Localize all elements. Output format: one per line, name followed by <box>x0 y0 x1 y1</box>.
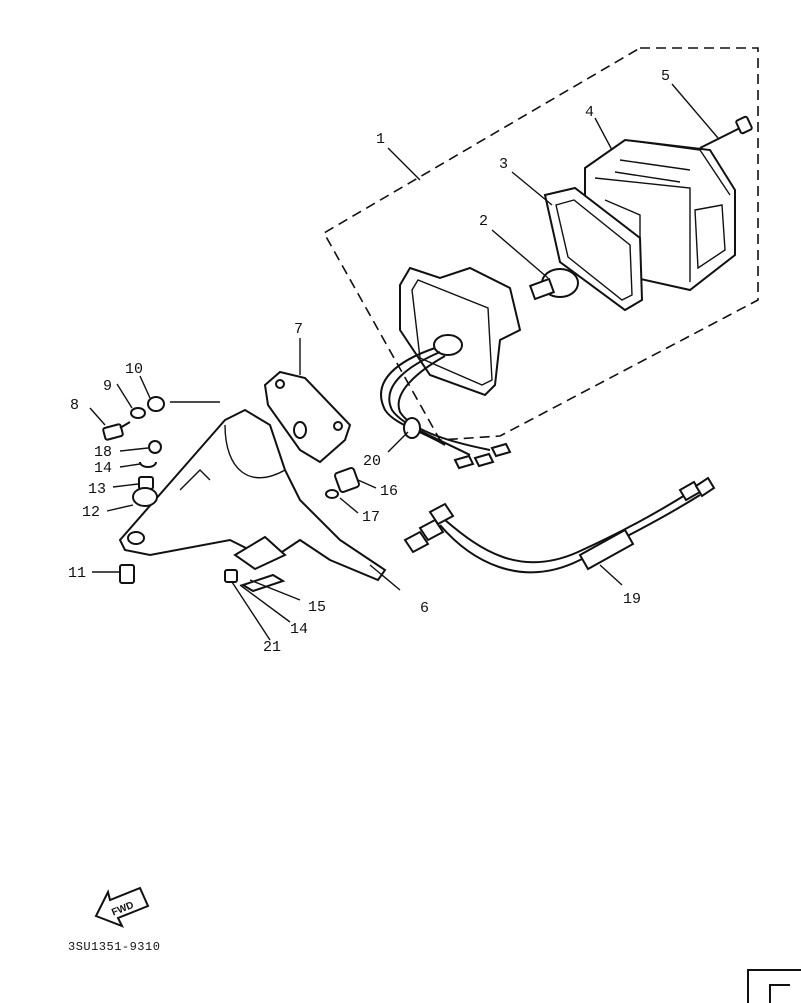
callout-19: 19 <box>623 591 641 608</box>
callout-16: 16 <box>380 483 398 500</box>
callout-3: 3 <box>499 156 508 173</box>
callout-labels: 1 2 3 4 5 6 7 8 9 10 11 12 13 14 15 16 1… <box>68 68 670 656</box>
callout-14-upper: 14 <box>94 460 112 477</box>
callout-5: 5 <box>661 68 670 85</box>
callout-17: 17 <box>362 509 380 526</box>
page-corner-mark <box>769 984 790 1003</box>
assembly-boundary <box>322 47 759 441</box>
wiring-harness <box>403 476 716 574</box>
housing <box>399 266 522 397</box>
screw <box>699 115 753 149</box>
callout-11: 11 <box>68 565 86 582</box>
callout-20: 20 <box>363 453 381 470</box>
callout-18: 18 <box>94 444 112 461</box>
callout-1: 1 <box>376 131 385 148</box>
callout-2: 2 <box>479 213 488 230</box>
hardware <box>102 396 360 593</box>
callout-14-lower: 14 <box>290 621 308 638</box>
callout-15: 15 <box>308 599 326 616</box>
callout-6: 6 <box>420 600 429 617</box>
callout-13: 13 <box>88 481 106 498</box>
page-corner-frame <box>747 969 801 1003</box>
callout-7: 7 <box>294 321 303 338</box>
leader-lines <box>89 83 719 641</box>
callout-10: 10 <box>125 361 143 378</box>
fwd-badge: FWD <box>94 886 150 928</box>
gasket <box>543 186 644 312</box>
callout-9: 9 <box>103 378 112 395</box>
bulb <box>528 268 579 301</box>
housing-wires <box>380 347 512 470</box>
forward-arrow-icon <box>94 886 150 928</box>
callout-12: 12 <box>82 504 100 521</box>
callout-21: 21 <box>263 639 281 656</box>
callout-8: 8 <box>70 397 79 414</box>
mounting-plate <box>263 370 352 464</box>
part-code: 3SU1351-9310 <box>68 940 160 954</box>
callout-4: 4 <box>585 104 594 121</box>
